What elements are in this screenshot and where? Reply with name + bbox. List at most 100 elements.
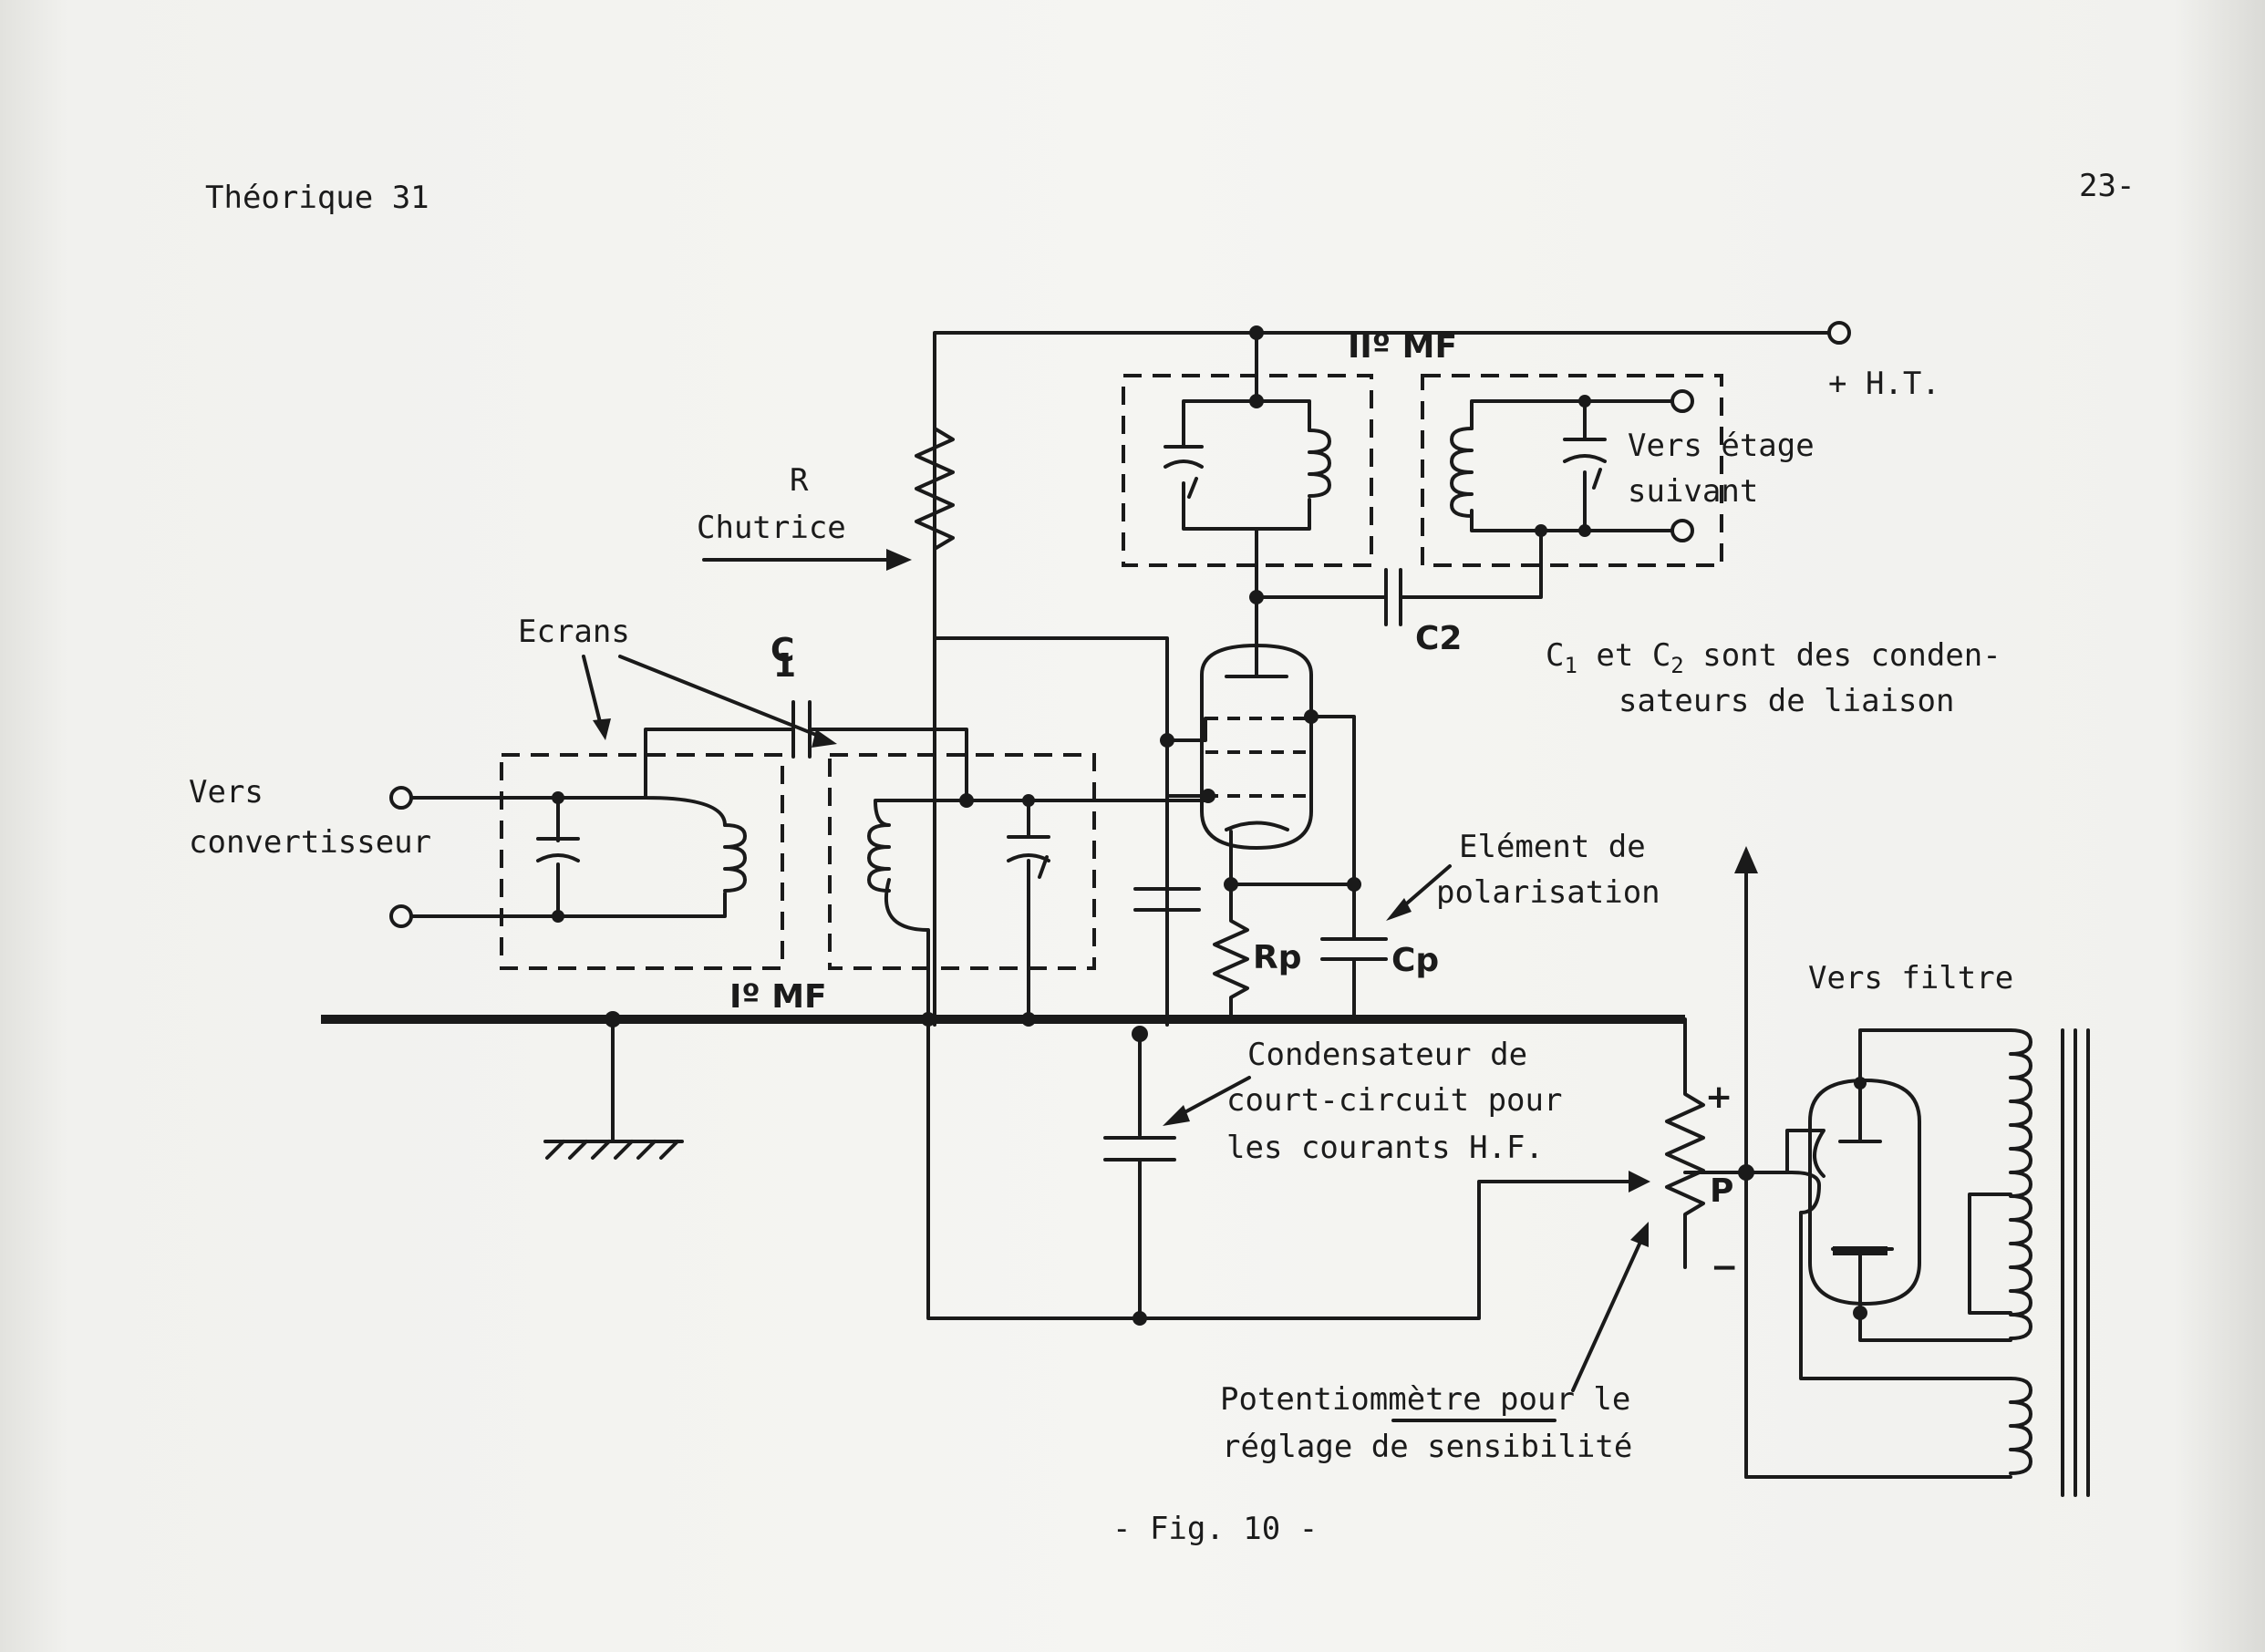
- mf1-secondary-wires: [867, 799, 1210, 1021]
- mf1-secondary-trim: [1038, 855, 1049, 879]
- polarisation-label-2: polarisation: [1436, 874, 1660, 911]
- resistor-r-chutrice: [915, 399, 1169, 1027]
- c1-label: C: [771, 632, 794, 669]
- junction-ground: [605, 1011, 621, 1027]
- pot-label-1: Potentiommètre pour le: [1220, 1381, 1630, 1418]
- junction-mf2s-c2: [1535, 524, 1547, 537]
- tube-cathode: [1225, 821, 1289, 831]
- ecrans-label: Ecrans: [518, 614, 630, 650]
- pot-minus: −: [1711, 1249, 1738, 1286]
- converter-label-1: Vers: [189, 774, 264, 811]
- transformer-tap: [1968, 1193, 2012, 1315]
- mf1-primary-capacitor: [536, 837, 580, 862]
- mf2-secondary-coil: [1450, 427, 1474, 518]
- agc-return-line: [926, 1017, 1634, 1320]
- junction-mf1p-bottom: [552, 910, 564, 923]
- mf1-secondary-shield: [828, 753, 1096, 970]
- next-stage-terminal-bottom: [1670, 519, 1694, 542]
- figure-caption: - Fig. 10 -: [1112, 1511, 1318, 1547]
- hf-cap-label-2: court-circuit pour: [1226, 1082, 1562, 1119]
- filter-feed-arrowhead: [1734, 846, 1758, 873]
- pot-label-arrowhead: [1630, 1222, 1649, 1247]
- junction-mf2-top: [1249, 394, 1264, 408]
- tube-plate: [1225, 595, 1288, 678]
- coupling-note-1: C1 et C2 sont des conden-: [1546, 637, 2001, 678]
- mf2-secondary-capacitor: [1563, 438, 1607, 463]
- chutrice-label: Chutrice: [697, 510, 846, 546]
- hf-bypass-capacitor: [1103, 1032, 1176, 1320]
- mf2-primary-wires: [1182, 331, 1311, 599]
- pentode-tube: [1200, 644, 1313, 850]
- ecrans-arrowhead-2: [812, 729, 837, 748]
- next-stage-terminal-top: [1670, 389, 1694, 413]
- tube-connections: [1165, 715, 1356, 886]
- pot-connections: [1683, 1171, 1748, 1269]
- diode-wiring: [1744, 1028, 2012, 1479]
- polarisation-label-1: Elément de: [1459, 829, 1646, 865]
- mf2-label: IIº MF: [1348, 328, 1457, 366]
- mf2-primary-capacitor: [1164, 445, 1204, 469]
- pot-label-arrow: [1571, 1238, 1643, 1392]
- diode-tube: [1808, 1079, 1921, 1306]
- diode-elements: [1831, 1081, 1894, 1315]
- rp-label: Rp: [1253, 939, 1302, 976]
- mf1-primary-coil: [723, 823, 747, 893]
- capacitor-c1: [778, 700, 968, 802]
- filter-label: Vers filtre: [1808, 960, 2013, 996]
- ecrans-arrowhead-1: [593, 718, 611, 740]
- junction-mf2s-top: [1578, 395, 1591, 408]
- polarisation-arrowhead: [1386, 898, 1412, 921]
- chutrice-arrowhead: [886, 549, 912, 571]
- mf1-secondary-capacitor: [1007, 835, 1050, 862]
- junction-agc: [1132, 1311, 1147, 1326]
- potentiometer-p: [1665, 1017, 1705, 1260]
- next-stage-label-2: suivant: [1628, 473, 1758, 510]
- hf-cap-arrow: [1174, 1076, 1251, 1119]
- next-stage-label-1: Vers étage: [1628, 428, 1815, 464]
- mf2-secondary-trim: [1592, 468, 1602, 490]
- capacitor-cp: [1320, 883, 1388, 1021]
- screen-bypass-capacitor: [1133, 738, 1201, 1021]
- page-header-left: Théorique 31: [205, 180, 429, 216]
- hf-cap-label-3: les courants H.F.: [1226, 1130, 1544, 1166]
- pot-label-2: réglage de sensibilité: [1222, 1429, 1632, 1465]
- ht-terminal: [1827, 321, 1851, 345]
- r-label: R: [790, 462, 809, 499]
- coupling-note-2: sateurs de liaison: [1619, 683, 1954, 719]
- junction-diode-cathode: [1853, 1306, 1867, 1320]
- diode-cathode: [1833, 1246, 1888, 1255]
- mf2-trim-arrow: [1187, 477, 1198, 499]
- junction-mf1s-cap: [1022, 794, 1035, 807]
- junction-mf1p-top: [552, 791, 564, 804]
- converter-label-2: convertisseur: [189, 824, 431, 861]
- mf2-secondary-shield: [1421, 374, 1723, 567]
- pot-plus: +: [1705, 1079, 1732, 1116]
- hf-cap-label-1: Condensateur de: [1247, 1037, 1527, 1073]
- mf2-primary-coil: [1308, 428, 1331, 498]
- mf1-primary-shield: [500, 753, 784, 970]
- ht-line: [933, 331, 1839, 1027]
- mf2-secondary-wires: [1410, 399, 1676, 599]
- transformer-primary-coil: [2009, 1028, 2032, 1340]
- mf1-label: Iº MF: [729, 978, 827, 1016]
- junction-diode-anode: [1854, 1077, 1867, 1089]
- page-number: 23-: [2079, 168, 2135, 204]
- ground-symbol: [543, 1017, 684, 1160]
- transformer-core: [2061, 1028, 2090, 1497]
- pot-p-label: P: [1710, 1172, 1733, 1210]
- junction-suppressor: [1304, 709, 1319, 724]
- cp-label: Cp: [1391, 942, 1439, 979]
- c1-subscript: 1: [773, 647, 796, 685]
- slider-arrowhead: [1629, 1171, 1650, 1193]
- junction-mf2s-bottom: [1578, 524, 1591, 537]
- transformer-secondary-coil: [2009, 1377, 2032, 1475]
- capacitor-c2: [1255, 568, 1413, 626]
- ht-label: + H.T.: [1828, 366, 1940, 402]
- junction-mf1s-top: [959, 793, 974, 808]
- mf2-primary-shield: [1122, 374, 1373, 567]
- ecrans-arrows: [582, 655, 827, 740]
- input-terminal-top: [389, 786, 413, 810]
- mf1-primary-wires: [409, 728, 781, 918]
